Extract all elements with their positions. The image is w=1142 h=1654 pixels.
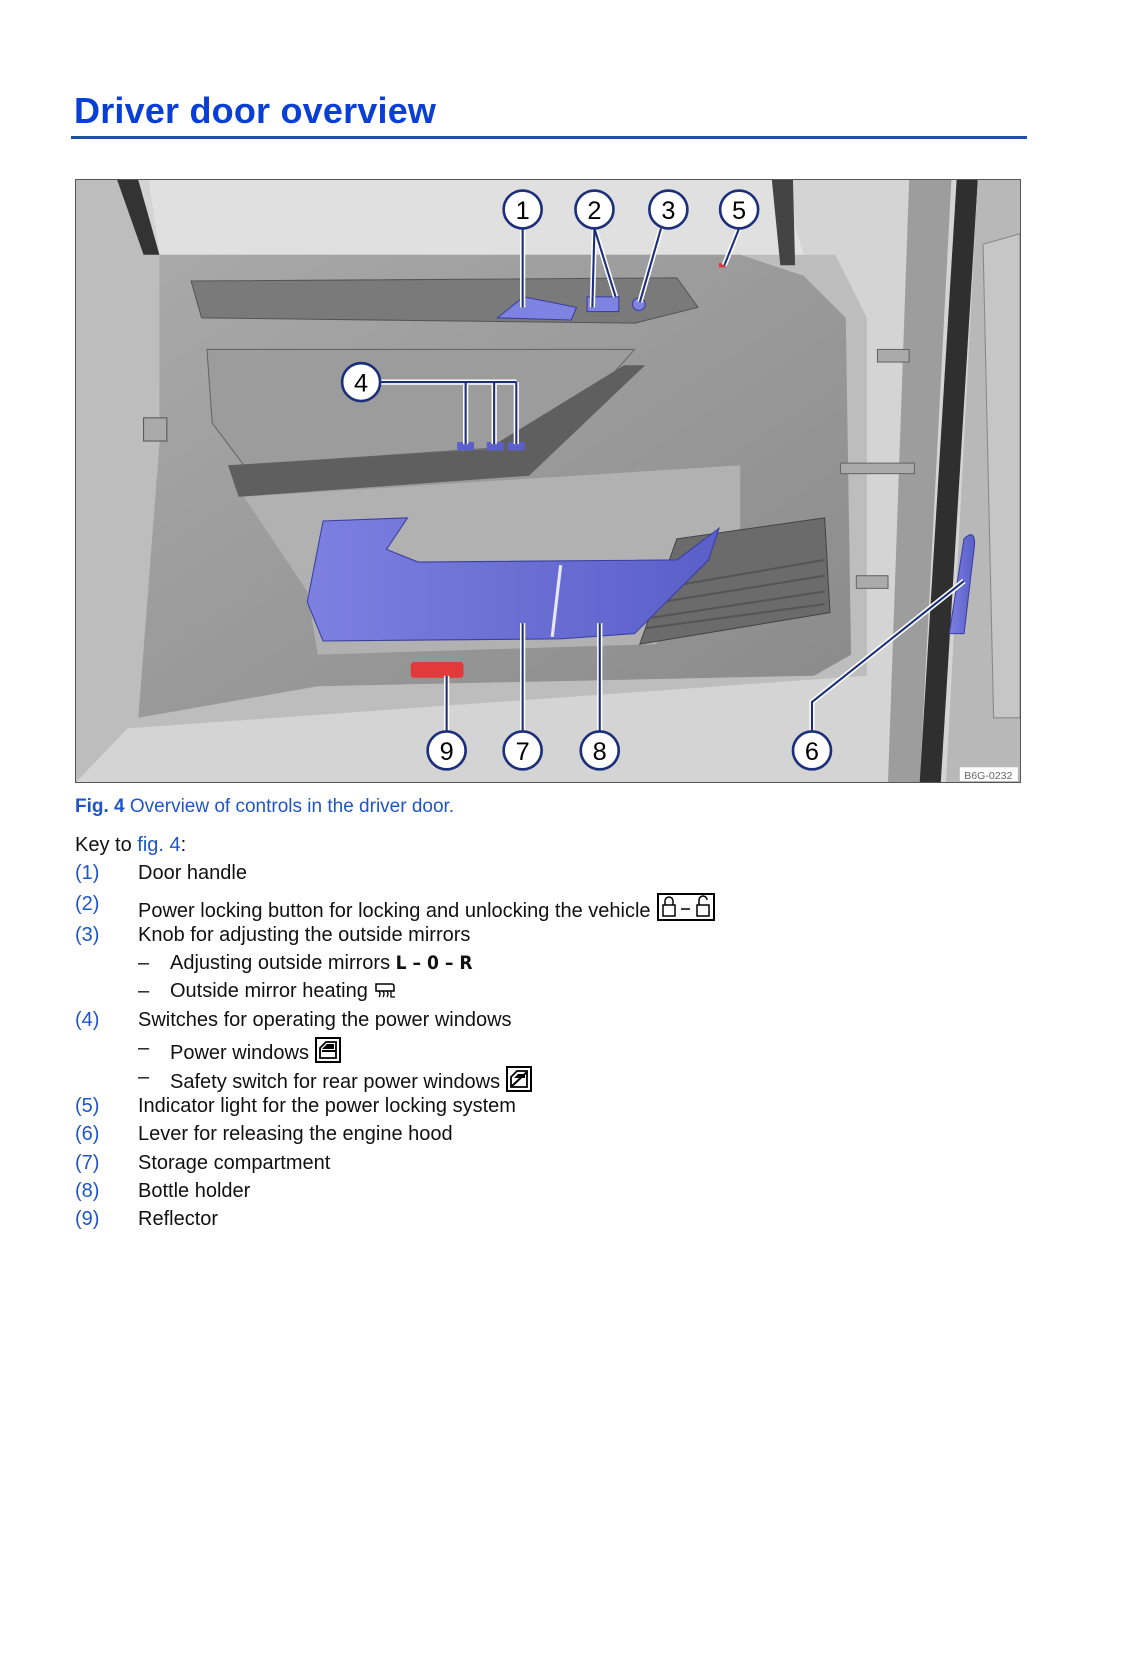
item-text: Adjusting outside mirrors <box>170 952 391 974</box>
callout-9: 9 <box>426 730 467 771</box>
item-text: Door handle <box>138 862 247 884</box>
item-number: (1) <box>75 862 100 884</box>
fig-link[interactable]: fig. 4 <box>137 834 181 856</box>
item-text: Switches for operating the power windows <box>138 1009 512 1031</box>
caption-text: Overview of controls in the driver door. <box>129 796 455 817</box>
item-text: Knob for adjusting the outside mirrors <box>138 924 471 946</box>
item-number: (7) <box>75 1152 100 1174</box>
svg-text:2: 2 <box>587 197 601 225</box>
figure-caption: Fig. 4 Overview of controls in the drive… <box>75 796 454 818</box>
item-number: (5) <box>75 1095 100 1117</box>
callout-7: 7 <box>502 730 543 771</box>
rear-window-lock-icon <box>506 1066 533 1092</box>
key-colon: : <box>180 834 187 856</box>
item-text: Safety switch for rear power windows <box>170 1071 501 1093</box>
svg-text:3: 3 <box>661 197 675 225</box>
item-number: (4) <box>75 1009 100 1031</box>
item-number: (6) <box>75 1123 100 1145</box>
callout-8: 8 <box>579 730 621 771</box>
item-text: Indicator light for the power locking sy… <box>138 1095 516 1117</box>
driver-door-illustration: 1 2 3 5 4 9 7 8 6 B6G-0232 <box>76 180 1020 782</box>
mirror-selector-symbol: L – 0 – R <box>395 952 473 974</box>
item-dash: – <box>138 1037 150 1059</box>
callout-2: 2 <box>574 189 615 230</box>
callout-6: 6 <box>791 730 833 771</box>
item-text: Bottle holder <box>138 1180 251 1202</box>
svg-text:5: 5 <box>732 197 746 225</box>
key-intro: Key to fig. 4: <box>75 834 186 857</box>
svg-text:1: 1 <box>516 197 530 225</box>
item-number: (2) <box>75 893 100 915</box>
storage-compartment-highlight <box>306 517 721 642</box>
figure-code: B6G-0232 <box>964 770 1012 782</box>
caption-label: Fig. 4 <box>75 796 125 817</box>
callout-5: 5 <box>718 189 760 230</box>
svg-text:8: 8 <box>593 738 607 766</box>
item-number: (8) <box>75 1180 100 1202</box>
callout-1: 1 <box>502 189 543 230</box>
lock-unlock-icon <box>656 893 715 921</box>
item-dash: – <box>138 952 150 974</box>
item-dash: – <box>138 980 150 1002</box>
item-text: Reflector <box>138 1208 219 1230</box>
reflector-highlight <box>410 662 464 678</box>
mirror-heating-icon <box>375 983 395 998</box>
item-dash: – <box>138 1066 150 1088</box>
svg-text:9: 9 <box>440 738 454 766</box>
item-text: Power locking button for locking and unl… <box>138 900 651 922</box>
door-figure: 1 2 3 5 4 9 7 8 6 B6G-0232 <box>75 179 1021 783</box>
svg-text:7: 7 <box>516 738 530 766</box>
item-number: (3) <box>75 924 100 946</box>
svg-text:4: 4 <box>354 370 368 398</box>
item-text: Power windows <box>170 1042 309 1064</box>
key-intro-text: Key to <box>75 834 138 856</box>
svg-text:6: 6 <box>805 738 819 766</box>
item-number: (9) <box>75 1208 100 1230</box>
door-handle-highlight <box>495 296 578 321</box>
item-text: Outside mirror heating <box>170 980 368 1002</box>
callout-3: 3 <box>648 189 689 230</box>
title-divider <box>71 136 1027 139</box>
page-title: Driver door overview <box>74 90 437 131</box>
item-text: Lever for releasing the engine hood <box>138 1123 453 1145</box>
callout-4: 4 <box>340 361 382 403</box>
power-window-icon <box>314 1037 341 1063</box>
item-text: Storage compartment <box>138 1152 331 1174</box>
